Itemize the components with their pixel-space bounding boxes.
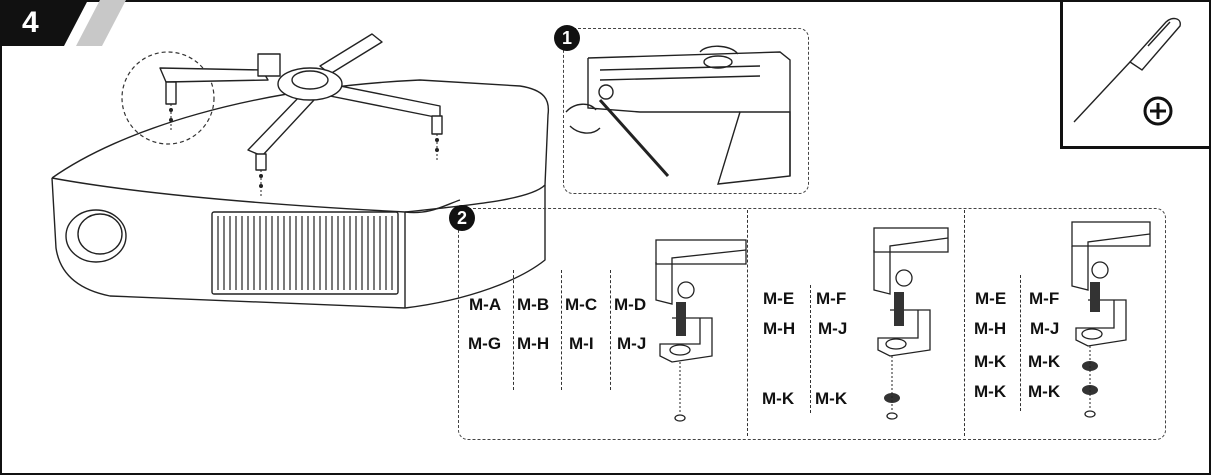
hardware-label: M-K (815, 389, 848, 408)
hardware-label: M-K (974, 352, 1007, 371)
hardware-label: M-F (1029, 289, 1060, 308)
hardware-label: M-B (517, 295, 550, 314)
hardware-label: M-H (763, 319, 796, 338)
hardware-label: M-J (818, 319, 848, 338)
detail-marker-2: 2 (449, 205, 475, 231)
column-divider (513, 270, 514, 390)
column-divider (561, 270, 562, 390)
hardware-label: M-G (468, 334, 502, 353)
screwdriver-icon (1073, 17, 1181, 123)
hardware-label: M-K (974, 382, 1007, 401)
hardware-label: M-J (1030, 319, 1060, 338)
hardware-label: M-E (763, 289, 795, 308)
hardware-label: M-A (469, 295, 502, 314)
hardware-label: M-K (1028, 382, 1061, 401)
hardware-label: M-I (569, 334, 594, 353)
hardware-label: M-H (974, 319, 1007, 338)
hardware-label: M-K (1028, 352, 1061, 371)
hardware-label: M-J (617, 334, 647, 353)
hardware-label: M-D (614, 295, 647, 314)
detail-panel-1 (563, 28, 809, 194)
column-divider (1020, 275, 1021, 411)
step-badge (0, 0, 126, 46)
hardware-label: M-H (517, 334, 550, 353)
plus-circle-icon (1143, 96, 1173, 126)
hardware-label: M-C (565, 295, 598, 314)
hardware-label: M-E (975, 289, 1007, 308)
detail-marker-1: 1 (554, 25, 580, 51)
hardware-label: M-K (762, 389, 795, 408)
column-divider (810, 285, 811, 413)
group-divider (747, 210, 748, 436)
hardware-label: M-F (816, 289, 847, 308)
group-divider (964, 210, 965, 436)
column-divider (610, 270, 611, 390)
detail-panel-2 (458, 208, 1166, 440)
tool-box (1060, 0, 1210, 149)
